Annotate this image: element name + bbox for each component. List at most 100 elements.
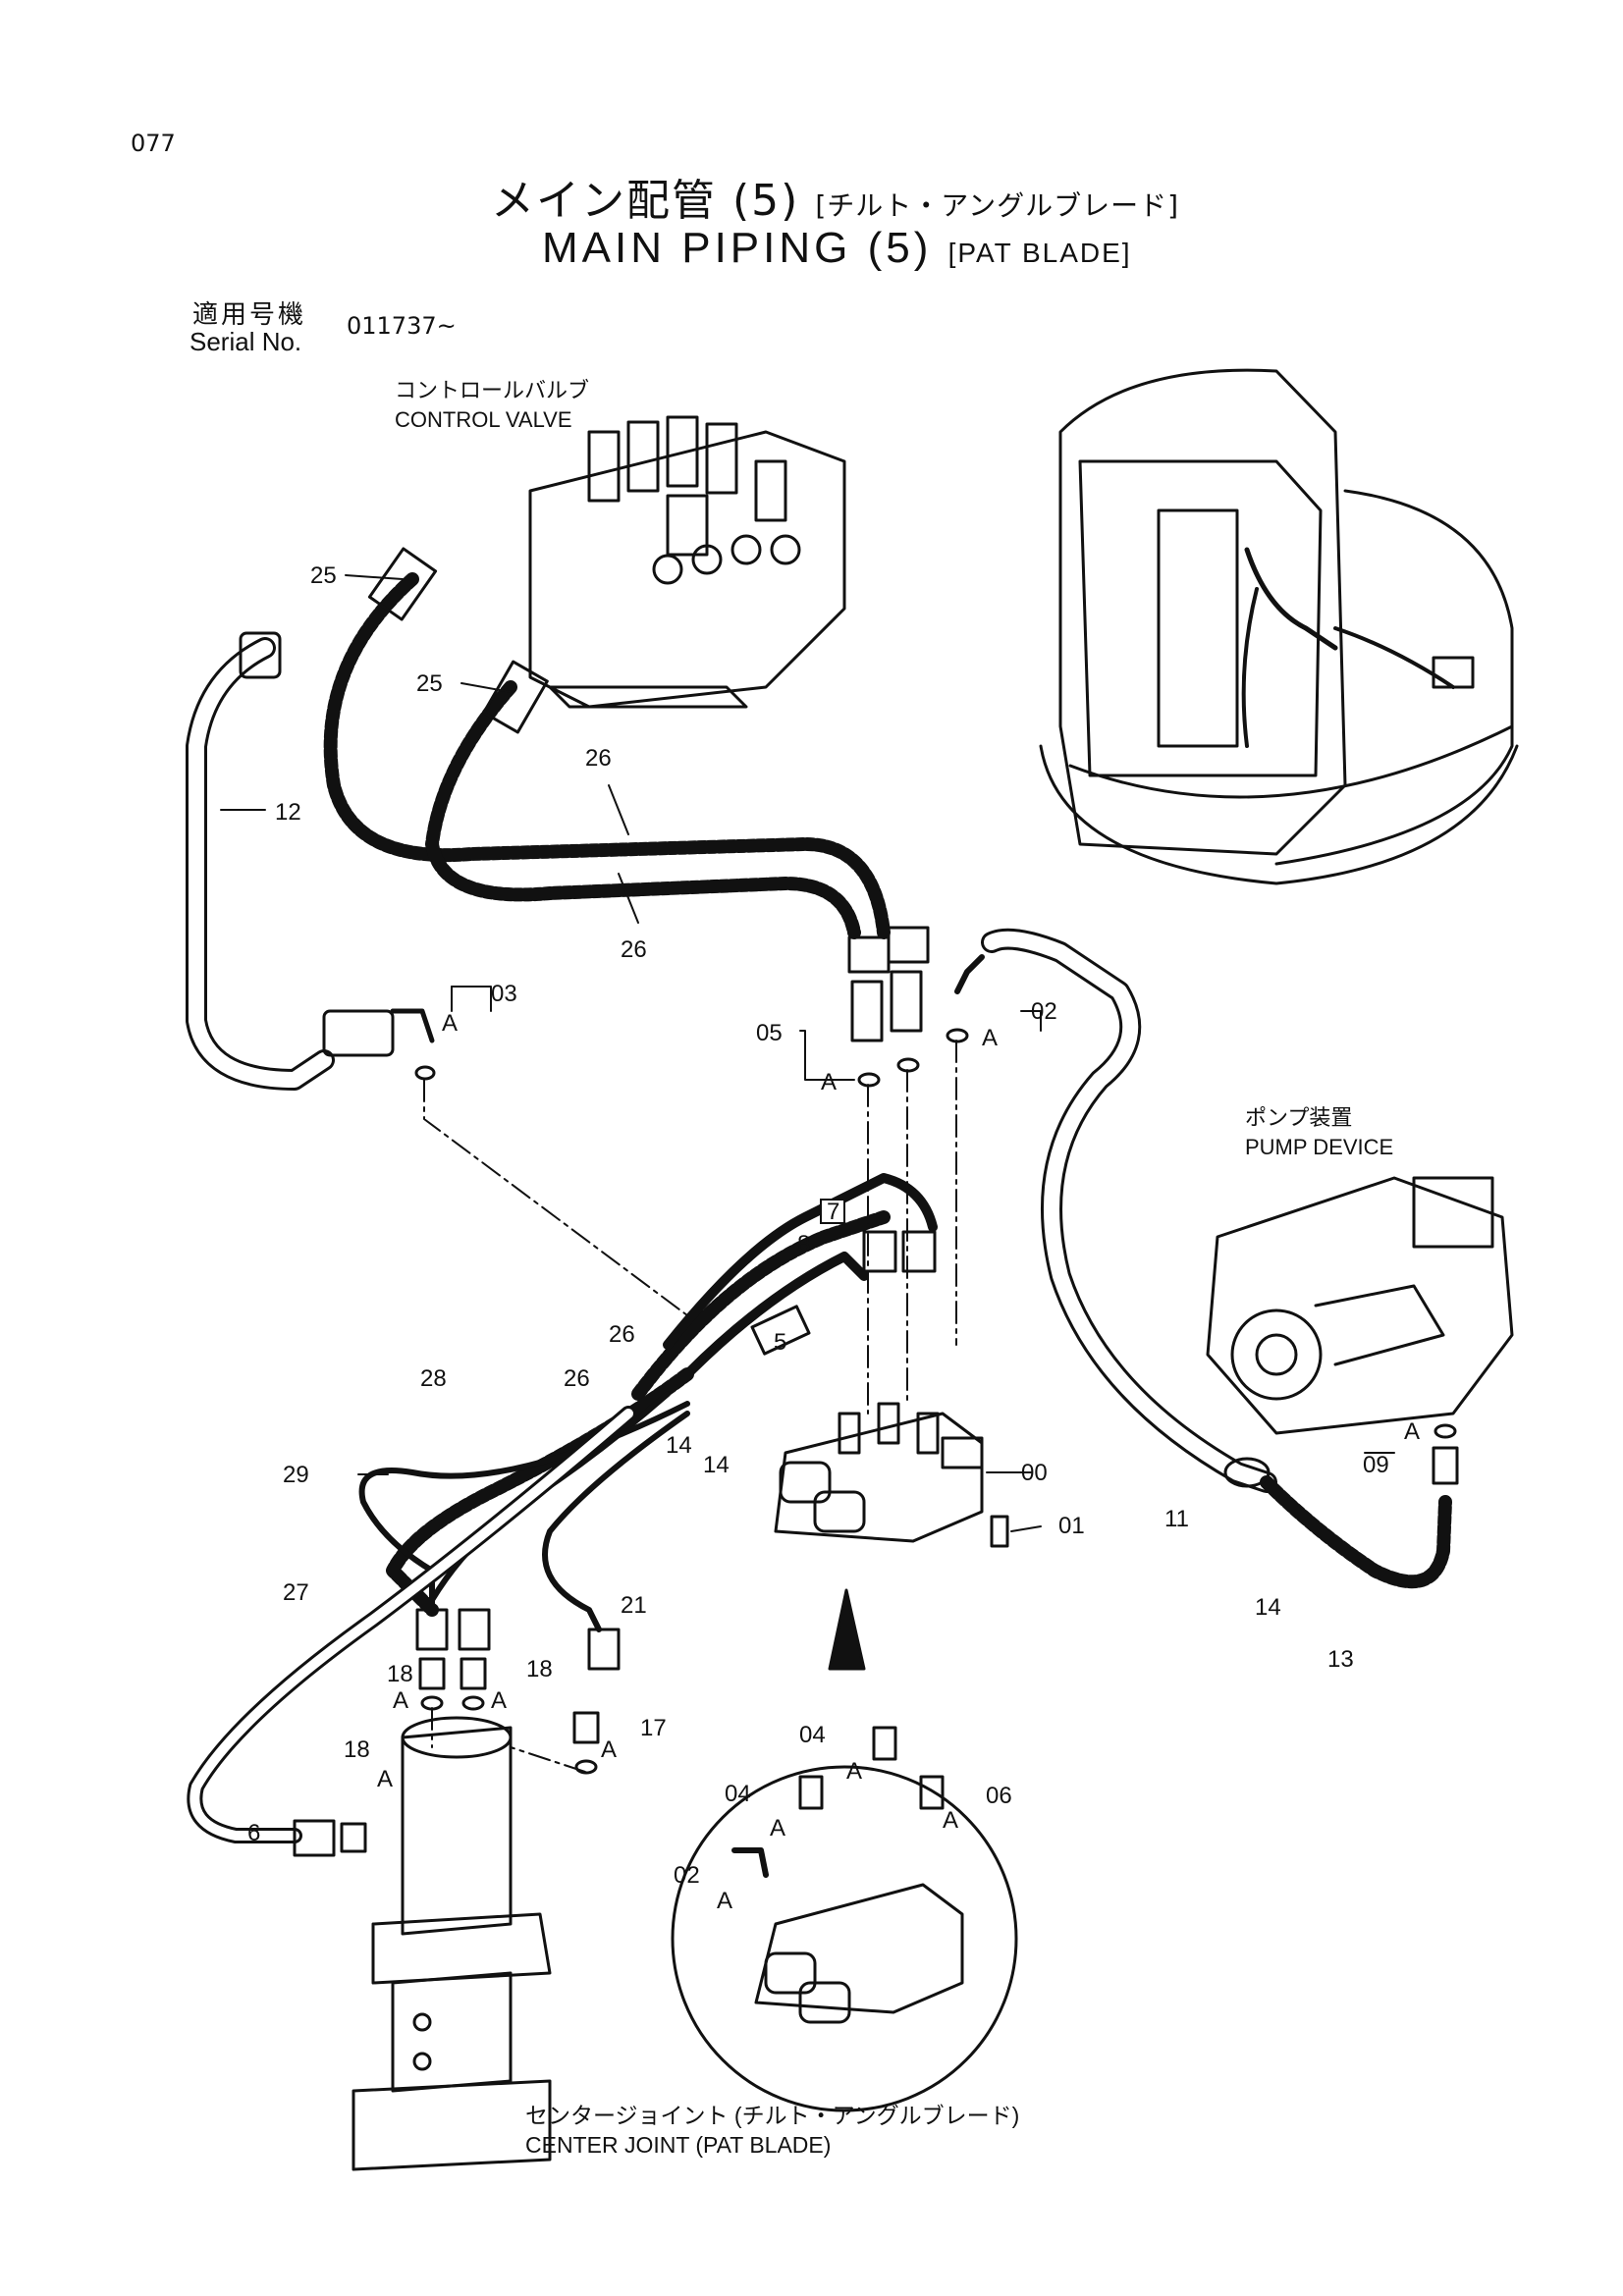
tag-7-text: 7 <box>827 1199 839 1225</box>
callout-03: 03 <box>491 981 517 1007</box>
control-valve-label-jp: コントロールバルブ <box>395 378 590 402</box>
o-ring-09 <box>1434 1423 1457 1439</box>
callout-14-right: 14 <box>1255 1594 1281 1621</box>
fitting-18-left <box>418 1657 446 1690</box>
title-japanese: メイン配管 (5) [チルト・アングルブレード] <box>491 165 1179 228</box>
fitting-17 <box>572 1711 600 1744</box>
center-joint-illustration <box>352 1716 552 2171</box>
pump-device-label-jp: ポンプ装置 <box>1245 1105 1353 1130</box>
pipe-12-lower-fitting <box>322 1009 395 1057</box>
hose-8 <box>682 1252 869 1379</box>
elbow-03 <box>390 1008 435 1043</box>
callout-18-right: 18 <box>526 1656 553 1682</box>
leader-lines <box>423 1040 957 1773</box>
callout-a-05: A <box>821 1069 837 1095</box>
hose-tags: 7 8 5 6 <box>247 1199 845 1846</box>
center-joint-label-en: CENTER JOINT (PAT BLADE) <box>525 2132 832 2158</box>
callout-27: 27 <box>283 1579 309 1606</box>
hose-end-left <box>847 935 891 974</box>
callout-26-lower: 26 <box>609 1321 635 1348</box>
hose-21 <box>542 1411 690 1632</box>
detail-circle <box>671 1765 1018 2112</box>
callout-18-side: 18 <box>344 1736 370 1763</box>
page-number: 077 <box>131 130 176 157</box>
title-en-main: MAIN PIPING (5) <box>542 224 933 272</box>
hose-end-right <box>887 926 930 964</box>
callout-14-b: 14 <box>703 1452 730 1478</box>
elbow-upper-right <box>901 1230 937 1273</box>
callout-a-02: A <box>982 1025 998 1051</box>
part-callouts: 25 25 26 26 12 03 A 05 A 02 A 26 26 28 2… <box>275 562 1420 1914</box>
callout-28: 28 <box>420 1365 447 1392</box>
callout-a-02-detail: A <box>717 1888 732 1914</box>
callout-leaders <box>220 574 1395 1532</box>
clamp-14-right <box>1223 1457 1271 1488</box>
tag-5-text: 5 <box>774 1329 786 1356</box>
callout-13: 13 <box>1327 1646 1354 1673</box>
callout-04-top: 04 <box>799 1722 826 1748</box>
callout-11: 11 <box>1164 1506 1189 1532</box>
o-ring-17 <box>574 1759 598 1775</box>
callout-06: 06 <box>986 1783 1012 1809</box>
control-valve-illustration <box>528 415 846 709</box>
tag-6-text: 6 <box>247 1820 260 1846</box>
callout-a-18-right: A <box>491 1687 507 1714</box>
serial-value: 011737~ <box>347 312 457 340</box>
fitting-7-lower <box>458 1608 491 1651</box>
excavator-cab-illustration <box>1039 368 1519 885</box>
serial-label-en: Serial No. <box>189 327 302 356</box>
callout-a-18-left: A <box>393 1687 408 1714</box>
callout-18-left: 18 <box>387 1661 413 1687</box>
pump-device-label: ポンプ装置 PUMP DEVICE <box>1245 1103 1393 1162</box>
callout-12: 12 <box>275 799 301 826</box>
callout-a-04-top: A <box>846 1758 862 1785</box>
fitting-05-right <box>890 970 923 1033</box>
callout-a-17: A <box>601 1736 617 1763</box>
fitting-18-side <box>340 1822 367 1853</box>
callout-25-upper: 25 <box>310 562 337 589</box>
center-joint-label: センタージョイント (チルト・アングルブレード) CENTER JOINT (P… <box>525 2101 1019 2160</box>
fitting-27-end <box>293 1819 336 1857</box>
hose-26-lower <box>386 1367 694 1617</box>
control-valve-label: コントロールバルブ CONTROL VALVE <box>395 376 589 435</box>
bolt-01 <box>990 1515 1009 1548</box>
fitting-18-right <box>460 1657 487 1690</box>
callout-01: 01 <box>1058 1513 1085 1539</box>
detail-pointer <box>828 1588 866 1671</box>
elbow-02 <box>954 954 985 994</box>
callout-02: 02 <box>1031 998 1057 1025</box>
title-jp-main: メイン配管 (5) <box>491 176 800 226</box>
fitting-05-left <box>850 980 884 1042</box>
callout-26-mid: 26 <box>621 936 647 963</box>
pipe-12-end-fitting <box>239 631 282 679</box>
callout-a-03: A <box>442 1010 458 1037</box>
o-ring-18-right <box>461 1695 485 1711</box>
tag-8-text: 8 <box>797 1231 810 1257</box>
hose-29 <box>358 1401 690 1613</box>
fitting-25-lower <box>482 660 549 734</box>
fitting-21 <box>587 1628 621 1671</box>
detail-valve-block <box>731 1726 964 2024</box>
serial-label-jp: 適用号機 <box>192 300 307 330</box>
callout-17: 17 <box>640 1715 667 1741</box>
o-ring-02 <box>946 1028 969 1043</box>
hose-13 <box>1260 1475 1452 1589</box>
callout-29: 29 <box>283 1462 309 1488</box>
pipe-27 <box>187 1406 636 1843</box>
callout-26-top: 26 <box>585 745 612 772</box>
callout-02-detail: 02 <box>674 1862 700 1889</box>
callout-a-18-side: A <box>377 1766 393 1792</box>
pump-device-illustration <box>1206 1176 1514 1435</box>
hose-26-middle <box>631 1210 891 1401</box>
callout-a-09: A <box>1404 1418 1420 1445</box>
callout-09: 09 <box>1363 1452 1389 1478</box>
elbow-upper-left <box>862 1230 897 1273</box>
callout-21: 21 <box>621 1592 647 1619</box>
fitting-09 <box>1432 1446 1459 1485</box>
center-joint-label-jp: センタージョイント (チルト・アングルブレード) <box>525 2103 1020 2128</box>
callout-a-06: A <box>943 1807 958 1834</box>
pump-device-label-en: PUMP DEVICE <box>1245 1135 1394 1159</box>
title-en-bracket: [PAT BLADE] <box>947 238 1132 268</box>
callout-00: 00 <box>1021 1460 1048 1486</box>
